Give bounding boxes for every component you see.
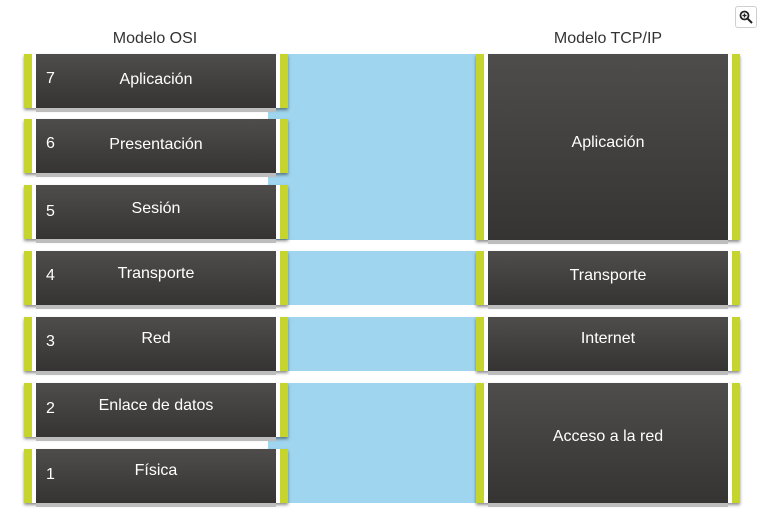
accent-bar (476, 383, 484, 503)
osi-layer-6: 6 Presentación (24, 119, 288, 177)
accent-bar (24, 119, 32, 173)
layer-number: 2 (46, 400, 55, 417)
osi-layer-4: 4 Transporte (24, 251, 288, 309)
accent-bar (280, 119, 288, 173)
accent-bar (280, 251, 288, 305)
accent-bar (24, 383, 32, 437)
accent-bar (476, 317, 484, 371)
osi-layer-1: 1 Física (24, 449, 288, 507)
card-face (36, 317, 276, 375)
accent-bar (24, 449, 32, 503)
osi-layer-3: 3 Red (24, 317, 288, 375)
accent-bar (732, 54, 740, 240)
accent-bar (476, 251, 484, 305)
card-face (488, 383, 728, 507)
tcpip-layer-transport: Transporte (476, 251, 740, 309)
accent-bar (732, 317, 740, 371)
layer-number: 1 (46, 466, 55, 483)
tcpip-layer-network-access: Acceso a la red (476, 383, 740, 507)
layer-name: Red (141, 330, 171, 347)
accent-bar (24, 251, 32, 305)
layer-name: Internet (580, 330, 636, 347)
tcpip-layer-application: Aplicación (476, 54, 740, 244)
card-face (36, 185, 276, 243)
accent-bar (280, 383, 288, 437)
osi-layer-2: 2 Enlace de datos (24, 383, 288, 441)
accent-bar (24, 317, 32, 371)
layer-name: Aplicación (571, 134, 645, 151)
tcpip-layer-internet: Internet (476, 317, 740, 375)
osi-title: Modelo OSI (112, 30, 198, 47)
layer-name: Acceso a la red (552, 428, 664, 445)
layer-number: 7 (46, 70, 55, 87)
layer-name: Enlace de datos (98, 397, 214, 414)
tcpip-title: Modelo TCP/IP (553, 30, 663, 47)
connector-internet (268, 317, 478, 371)
layer-number: 4 (46, 267, 55, 284)
layer-number: 5 (46, 203, 55, 220)
card-face (36, 449, 276, 507)
layer-number: 3 (46, 333, 55, 350)
zoom-in-icon (739, 10, 753, 24)
layer-name: Presentación (109, 136, 203, 153)
accent-bar (280, 185, 288, 239)
accent-bar (280, 317, 288, 371)
layer-name: Transporte (569, 267, 647, 284)
card-face (488, 317, 728, 375)
connector-network-access (268, 383, 478, 503)
card-face (488, 54, 728, 244)
accent-bar (732, 383, 740, 503)
accent-bar (732, 251, 740, 305)
card-face (36, 119, 276, 177)
connector-transport (268, 251, 478, 305)
layer-number: 6 (46, 135, 55, 152)
osi-layer-7: 7 Aplicación (24, 54, 288, 112)
connector-application (268, 54, 478, 240)
accent-bar (24, 185, 32, 239)
card-face (36, 54, 276, 112)
layer-name: Aplicación (119, 71, 193, 88)
layer-name: Física (134, 462, 178, 479)
layer-name: Sesión (131, 200, 181, 217)
accent-bar (24, 54, 32, 108)
card-face (36, 251, 276, 309)
layer-name: Transporte (117, 265, 195, 282)
card-face (488, 251, 728, 309)
accent-bar (476, 54, 484, 240)
osi-layer-5: 5 Sesión (24, 185, 288, 243)
card-face (36, 383, 276, 441)
zoom-button[interactable] (735, 6, 757, 28)
accent-bar (280, 449, 288, 503)
accent-bar (280, 54, 288, 108)
